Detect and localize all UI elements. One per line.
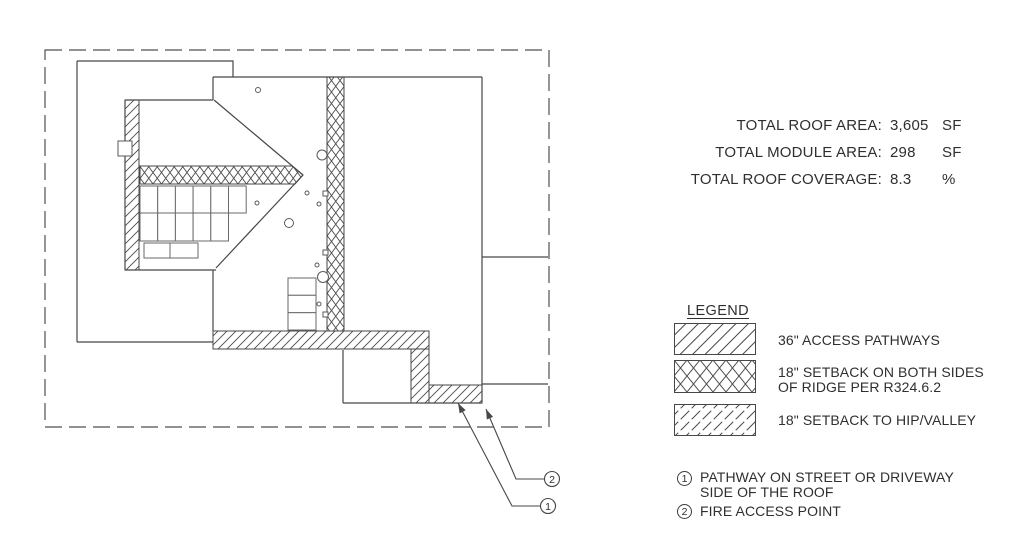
solar-module [287, 277, 317, 296]
note-1-number-bubble: 1 [677, 471, 692, 486]
vent [322, 190, 329, 197]
solar-module [228, 185, 247, 214]
vent [316, 301, 322, 307]
stat-unit: SF [942, 117, 962, 134]
solar-module [139, 212, 159, 242]
note-1-number: 1 [681, 472, 688, 485]
vent [254, 200, 260, 206]
roof-stats: TOTAL ROOF AREA: 3,605 SF TOTAL MODULE A… [690, 112, 990, 193]
note-1-text: PATHWAY ON STREET OR DRIVEWAY SIDE OF TH… [700, 469, 954, 500]
callouts: 1 2 [457, 402, 561, 515]
stat-value: 8.3 [890, 171, 912, 188]
stat-label: TOTAL ROOF AREA: [736, 117, 882, 134]
vent [255, 87, 261, 93]
roof-vents [117, 87, 329, 318]
solar-module [192, 185, 212, 214]
solar-module [139, 185, 159, 214]
legend-label-hip-valley-setback: 18" SETBACK TO HIP/VALLEY [778, 412, 977, 428]
solar-module [210, 185, 230, 214]
note-2-text: FIRE ACCESS POINT [700, 503, 841, 519]
callout-1-number: 1 [545, 501, 551, 513]
vent [316, 149, 328, 161]
vent [304, 190, 310, 196]
solar-module [169, 242, 199, 259]
access-pathway-lower-band [428, 384, 483, 404]
callout-2-bubble [543, 470, 561, 488]
stats-row: TOTAL ROOF COVERAGE: 8.3 % [690, 166, 990, 193]
callout-1-bubble [539, 497, 557, 515]
vent [314, 262, 320, 268]
legend-label-ridge-setback: 18" SETBACK ON BOTH SIDES OF RIDGE PER R… [778, 364, 984, 395]
vent [317, 271, 329, 283]
note-2-number-bubble: 2 [677, 504, 692, 519]
eave-pathway-hatch [124, 99, 140, 271]
stats-row: TOTAL MODULE AREA: 298 SF [690, 139, 990, 166]
solar-module [210, 212, 230, 242]
solar-module [174, 212, 194, 242]
legend-label-access-pathways: 36" ACCESS PATHWAYS [778, 332, 940, 348]
solar-module [287, 294, 317, 314]
callout-2-number: 2 [549, 474, 555, 486]
stat-value: 298 [890, 144, 916, 161]
access-pathway-step [410, 348, 430, 404]
solar-module [157, 212, 176, 242]
solar-module [192, 212, 212, 242]
stat-label: TOTAL MODULE AREA: [715, 144, 882, 161]
hip-ridge-setback-band [139, 165, 304, 185]
stat-value: 3,605 [890, 117, 929, 134]
roof-outline [76, 60, 548, 404]
legend-swatch-hip-valley-setback [674, 404, 756, 436]
access-pathway-band [212, 330, 430, 350]
callout-1-leader [457, 402, 540, 507]
note-2-number: 2 [681, 505, 688, 518]
solar-module [287, 312, 317, 331]
solar-module [157, 185, 176, 214]
property-line [44, 49, 550, 428]
main-ridge-setback-band [326, 76, 345, 332]
solar-module-array [139, 185, 317, 331]
callout-2-leader [485, 408, 544, 480]
vent-box [117, 140, 133, 157]
stat-unit: SF [942, 144, 962, 161]
stats-row: TOTAL ROOF AREA: 3,605 SF [690, 112, 990, 139]
legend-swatch-ridge-setback [674, 360, 756, 393]
vent [322, 311, 329, 318]
stat-unit: % [942, 171, 956, 188]
legend-swatch-access-pathways [674, 323, 756, 355]
stat-label: TOTAL ROOF COVERAGE: [690, 171, 882, 188]
solar-module [143, 242, 171, 259]
vent [316, 201, 322, 207]
solar-module [174, 185, 194, 214]
legend-title: LEGEND [687, 303, 750, 319]
vent [284, 218, 294, 228]
vent [322, 249, 329, 256]
